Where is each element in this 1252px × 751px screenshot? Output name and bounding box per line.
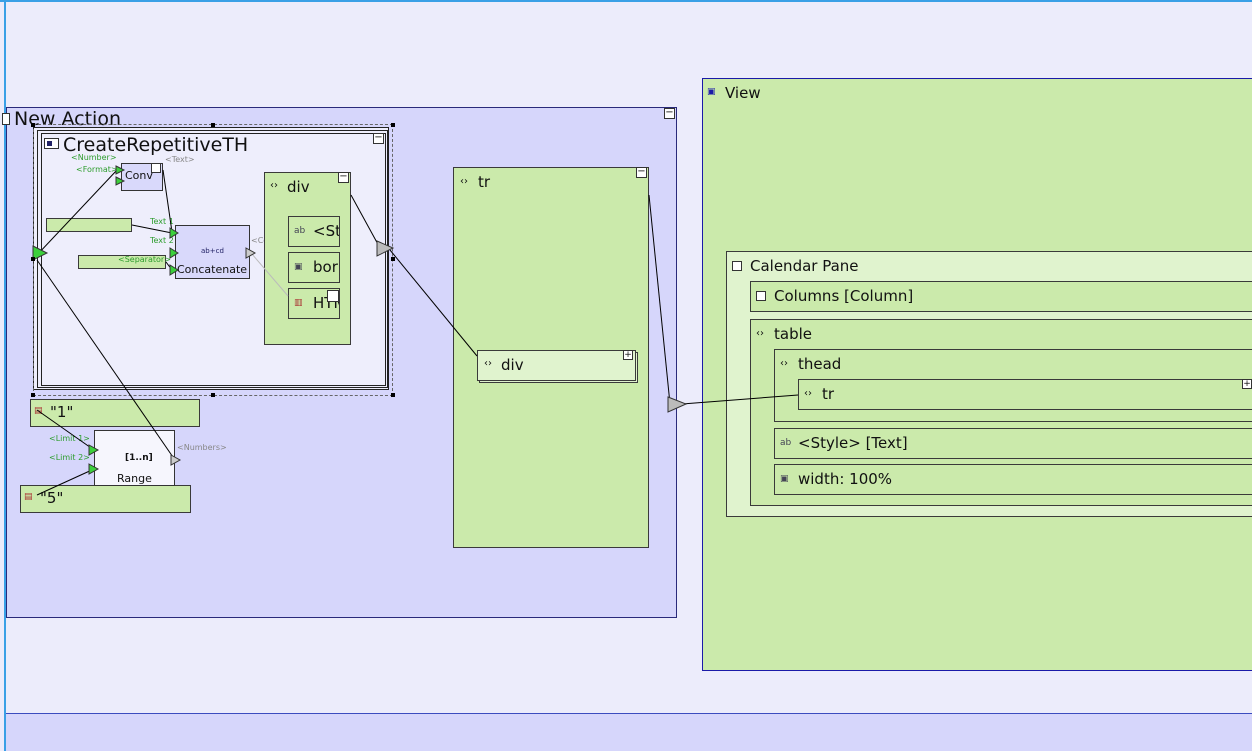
range-port-limit2: <Limit 2> (49, 453, 90, 462)
calendar-pane-icon (732, 261, 742, 271)
window-left-border (4, 0, 6, 751)
action-icon (2, 113, 10, 125)
subaction-icon (44, 138, 59, 149)
inner-div-item-html[interactable]: ▥ HTM (288, 288, 340, 319)
inner-div-item-style[interactable]: ab <St (288, 216, 340, 247)
thead-tr-tag-icon: ‹› (804, 388, 812, 399)
range-port-limit1: <Limit 1> (49, 434, 90, 443)
concat-port-text1: Text 1 (150, 217, 174, 226)
thead-tr-element[interactable] (798, 379, 1252, 410)
width-label: width: 100% (798, 470, 893, 488)
constant-one-icon: ▤ (34, 406, 43, 416)
inner-div-item-border[interactable]: ▣ bor (288, 252, 340, 283)
subaction-collapse-button[interactable]: − (373, 132, 384, 144)
text-input-constant[interactable] (46, 218, 132, 232)
div-tag-icon: ‹› (484, 358, 492, 369)
width-property-icon: ▣ (780, 474, 789, 484)
inner-div-collapse-button[interactable]: − (338, 171, 349, 183)
constant-one-label: "1" (50, 403, 74, 421)
concatenate-label: Concatenate (177, 263, 248, 276)
concat-port-text2: Text 2 (150, 236, 174, 245)
tr-label: tr (478, 173, 491, 191)
thead-label: thead (798, 355, 842, 373)
action-collapse-button[interactable]: − (664, 107, 675, 119)
columns-row[interactable] (750, 281, 1252, 312)
subaction-title: CreateRepetitiveTH (63, 134, 249, 156)
width-row[interactable] (774, 464, 1252, 495)
range-port-out: <Numbers> (177, 443, 227, 452)
style-label: <Style> [Text] (798, 434, 908, 452)
calendar-pane-label: Calendar Pane (750, 257, 859, 275)
columns-icon (756, 291, 766, 301)
conv-port-number: <Number> (71, 153, 117, 162)
thead-tr-label: tr (822, 385, 835, 403)
range-icon: [1..n] (125, 453, 153, 463)
inner-div-label: div (287, 178, 310, 196)
view-icon: ▣ (707, 87, 716, 97)
style-row[interactable] (774, 428, 1252, 459)
constant-five-label: "5" (40, 489, 64, 507)
conv-port-format: <Format> (76, 165, 118, 174)
range-label: Range (117, 472, 152, 485)
div-element[interactable] (477, 350, 636, 381)
tr-collapse-button[interactable]: − (636, 166, 647, 178)
conv-label: Conv (125, 169, 153, 182)
conv-port-text: <Text> (165, 155, 195, 164)
concatenate-icon: ab+cd (201, 247, 224, 255)
thead-tag-icon: ‹› (780, 358, 788, 369)
inner-div-tag-icon: ‹› (270, 180, 278, 191)
thead-tr-expand-button[interactable]: + (1242, 379, 1252, 389)
conv-expand-button[interactable] (151, 163, 161, 173)
div-expand-button[interactable]: + (623, 350, 633, 360)
div-label: div (501, 356, 524, 374)
status-bar (6, 713, 1252, 751)
concat-port-separator: <Separator> (118, 255, 171, 264)
table-label: table (774, 325, 812, 343)
columns-label: Columns [Column] (774, 287, 914, 305)
constant-five-icon: ▤ (24, 492, 33, 502)
tr-tag-icon: ‹› (460, 176, 468, 187)
table-tag-icon: ‹› (756, 328, 764, 339)
style-text-icon: ab (780, 438, 792, 448)
window-top-border (0, 0, 1252, 2)
view-title: View (725, 84, 761, 102)
